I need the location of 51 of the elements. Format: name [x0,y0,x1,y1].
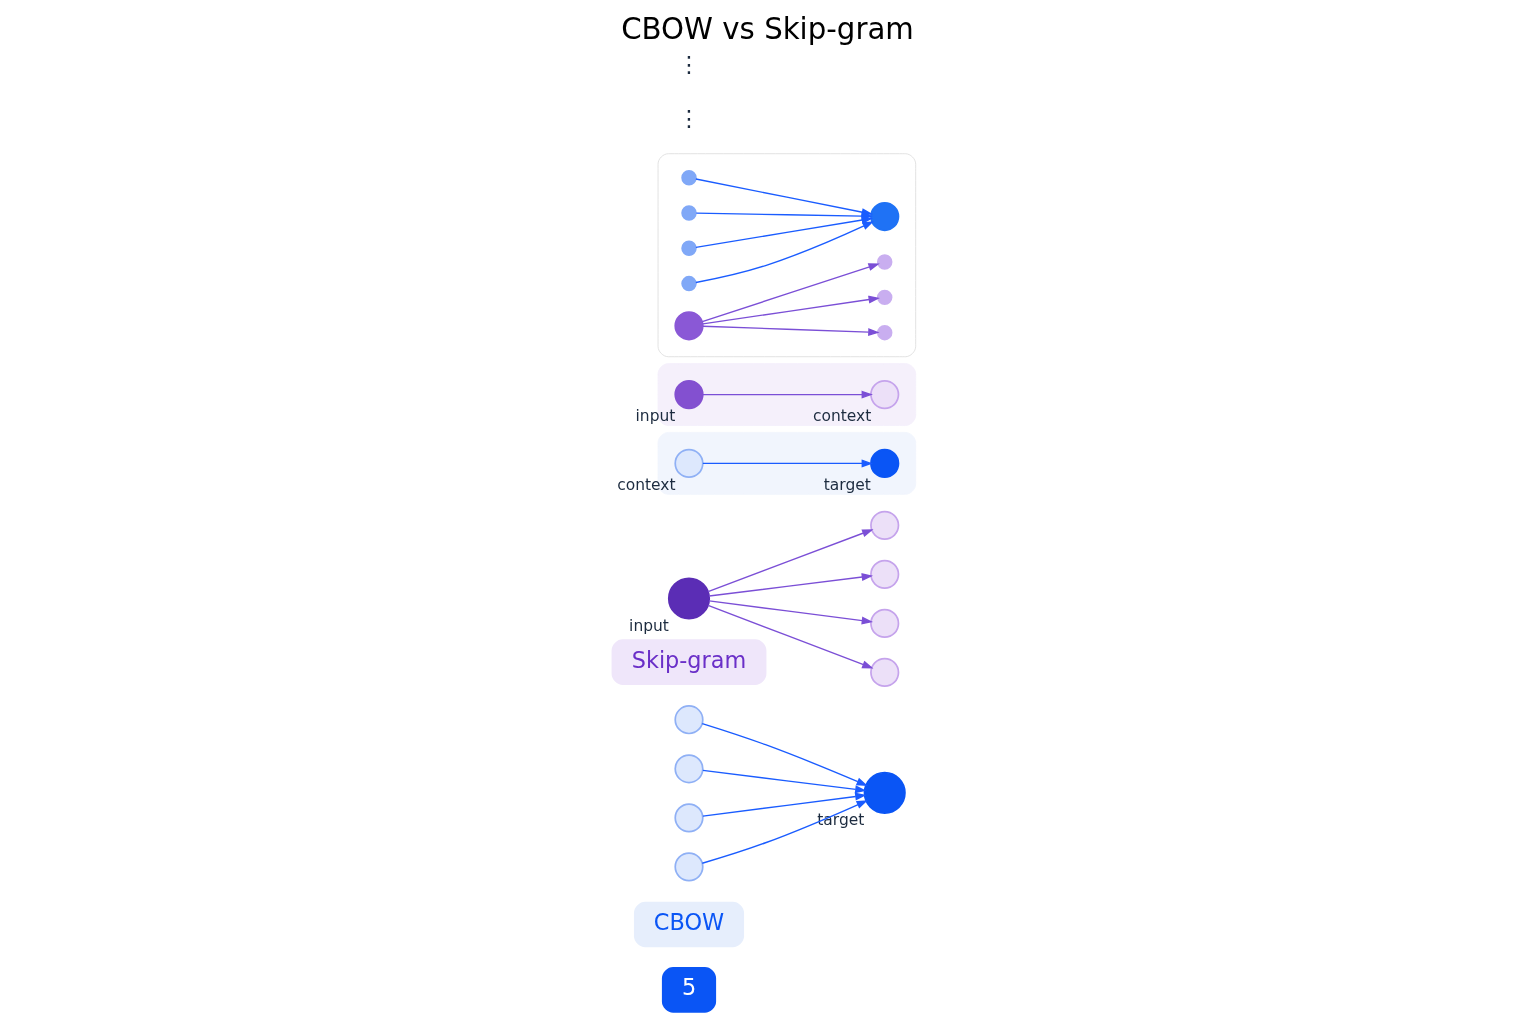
node-circle [870,510,900,540]
arrow [695,221,874,284]
node-label: context [812,406,872,425]
arrow [702,325,880,337]
arrow [702,792,867,817]
arrow [695,216,874,249]
node-circle [870,608,900,639]
arrow [702,459,873,468]
node-label: context [617,475,676,494]
arrow [702,390,873,399]
node-circle [870,657,900,688]
arrow [708,600,874,625]
node-circle [870,559,900,589]
node-circle [674,754,704,784]
diagram-title: CBOW vs Skip-gram [621,12,914,47]
node-circle [863,771,906,814]
node-label: target [817,811,865,830]
node-circle [674,852,704,882]
node-box: 5 [661,967,717,1013]
node-circle [681,205,697,221]
arrow [701,263,880,323]
node-circle [876,254,893,270]
node-circle [870,379,900,410]
node-circle [876,289,893,306]
node-label: input [635,406,676,425]
cluster [657,153,917,358]
node-circle [870,448,900,479]
node-circle [876,324,893,341]
label: ⋮ [677,51,701,78]
label: ⋮ [677,104,701,131]
node-circle [681,240,697,257]
node-circle [674,448,704,479]
node-circle [674,803,704,833]
node-box: CBOW [633,901,745,948]
node-circle [674,379,704,410]
arrow [702,295,880,325]
node-label: target [823,475,871,494]
node-label: input [629,617,669,636]
node-box: Skip-gram [611,639,767,685]
node-circle [667,577,711,620]
node-circle [674,311,704,341]
arrow [701,722,868,786]
arrow [702,769,867,794]
node-circle [681,275,697,292]
node-circle [870,201,900,232]
arrow [707,529,874,593]
arrow [708,573,874,597]
arrow [701,800,868,864]
arrow [707,604,874,669]
node-circle [674,705,704,735]
node-circle [681,170,697,186]
